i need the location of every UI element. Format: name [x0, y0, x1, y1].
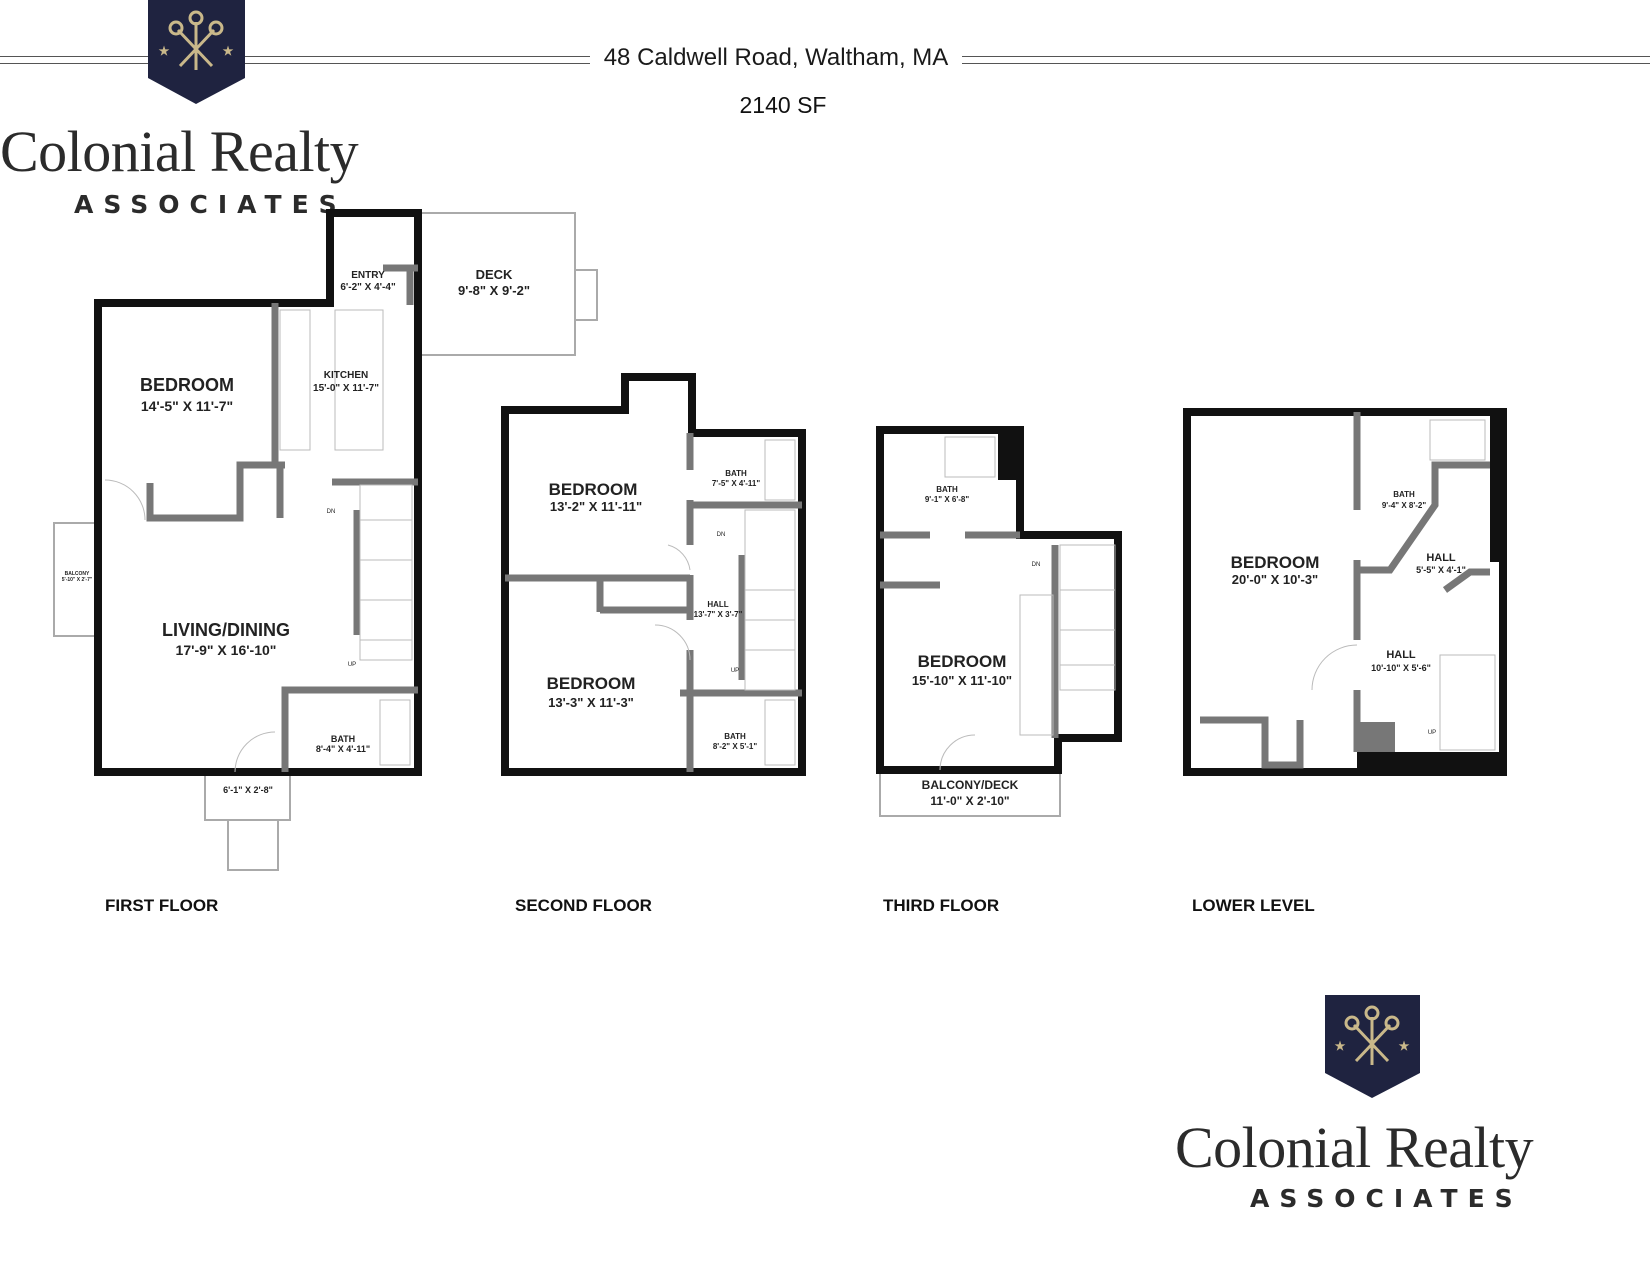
stoop-size: 6'-1" X 2'-8"	[223, 785, 273, 795]
first-floor-plan: BEDROOM 14'-5" X 11'-7" KITCHEN 15'-0" X…	[53, 209, 598, 871]
balcony-name: BALCONY	[65, 571, 90, 577]
living-dining-name: LIVING/DINING	[162, 620, 290, 640]
entry-size: 6'-2" X 4'-4"	[340, 282, 396, 293]
lower-level-interior-walls	[1200, 412, 1490, 769]
lower-bedroom-size: 20'-0" X 10'-3"	[1232, 572, 1318, 587]
header-rule-left-bottom	[0, 63, 148, 64]
lower-level-label: LOWER LEVEL	[1192, 896, 1315, 915]
second-stair-dn: DN	[717, 532, 726, 538]
deck-name: DECK	[476, 267, 513, 282]
second-bath1-name: BATH	[725, 469, 747, 478]
third-floor-label: THIRD FLOOR	[883, 896, 1000, 915]
svg-text:★: ★	[223, 44, 234, 58]
first-stair-dn: DN	[327, 509, 336, 515]
second-bath1-size: 7'-5" X 4'-11"	[712, 479, 761, 488]
third-bath-name: BATH	[936, 485, 958, 494]
third-floor-exterior-wall	[876, 426, 1122, 774]
second-bath2-name: BATH	[724, 732, 746, 741]
brand-subtitle: ASSOCIATES	[74, 190, 347, 219]
living-dining-size: 17'-9" X 16'-10"	[176, 642, 277, 658]
first-stair-up: UP	[348, 662, 356, 668]
first-bath-size: 8'-4" X 4'-11"	[316, 744, 370, 754]
second-floor-label: SECOND FLOOR	[515, 896, 652, 915]
deck-steps	[574, 269, 598, 321]
shield-logo-bottom-icon: ★★	[1325, 995, 1420, 1098]
brand-name-bottom: Colonial Realty	[1175, 1115, 1534, 1180]
floor-plans: BEDROOM 14'-5" X 11'-7" KITCHEN 15'-0" X…	[53, 209, 1507, 871]
header-rule-mid-bottom	[245, 63, 590, 64]
second-bedroom2-size: 13'-3" X 11'-3"	[548, 695, 634, 710]
third-bath-size: 9'-1" X 6'-8"	[925, 495, 970, 504]
lower-hall2-size: 10'-10" X 5'-6"	[1371, 663, 1431, 673]
third-balcony-name: BALCONY/DECK	[922, 778, 1019, 792]
first-bedroom-name: BEDROOM	[140, 375, 234, 395]
first-floor-label: FIRST FLOOR	[105, 896, 219, 915]
second-floor-interior-walls	[505, 433, 802, 772]
svg-text:★: ★	[1399, 1039, 1410, 1053]
second-stair-up: UP	[731, 668, 739, 674]
first-floor-interior-walls	[146, 264, 418, 772]
lower-hall1-size: 5'-5" X 4'-1"	[1416, 565, 1466, 575]
entry-name: ENTRY	[351, 270, 385, 281]
first-bedroom-size: 14'-5" X 11'-7"	[141, 398, 233, 414]
second-bath2-size: 8'-2" X 5'-1"	[713, 742, 758, 751]
second-bedroom2-name: BEDROOM	[547, 674, 636, 693]
stoop-stairs	[227, 819, 279, 871]
second-bedroom1-name: BEDROOM	[549, 480, 638, 499]
second-hall-name: HALL	[707, 600, 728, 609]
header-rule-left-top	[0, 56, 148, 57]
lower-bath-name: BATH	[1393, 490, 1415, 499]
lower-hall1-name: HALL	[1426, 552, 1456, 564]
first-floor-exterior-wall	[94, 209, 422, 776]
third-floor-plan: BATH 9'-1" X 6'-8" BEDROOM 15'-10" X 11'…	[876, 426, 1122, 817]
third-bedroom-size: 15'-10" X 11'-10"	[912, 673, 1012, 688]
kitchen-name: KITCHEN	[324, 370, 368, 381]
kitchen-size: 15'-0" X 11'-7"	[313, 383, 379, 394]
property-address: 48 Caldwell Road, Waltham, MA	[603, 44, 949, 71]
shield-logo-icon: ★★	[148, 0, 245, 104]
deck-size: 9'-8" X 9'-2"	[458, 283, 530, 298]
lower-stair-up: UP	[1428, 730, 1436, 736]
first-bath-name: BATH	[331, 734, 355, 744]
svg-text:★: ★	[159, 44, 170, 58]
lower-hall2-name: HALL	[1386, 649, 1416, 661]
brand-name: Colonial Realty	[0, 119, 359, 184]
lower-bath-size: 9'-4" X 8'-2"	[1382, 501, 1427, 510]
brand-subtitle-bottom: ASSOCIATES	[1250, 1184, 1523, 1213]
third-floor-interior-walls	[880, 531, 1059, 738]
second-bedroom1-size: 13'-2" X 11'-11"	[550, 499, 642, 514]
header-rule-right-top	[962, 56, 1650, 57]
svg-text:★: ★	[1335, 1039, 1346, 1053]
second-floor-plan: BEDROOM 13'-2" X 11'-11" BATH 7'-5" X 4'…	[501, 373, 806, 776]
lower-bedroom-name: BEDROOM	[1231, 553, 1320, 572]
stoop-outline	[204, 771, 291, 821]
third-balcony-size: 11'-0" X 2'-10"	[930, 794, 1009, 808]
third-stair-dn: DN	[1032, 562, 1041, 568]
lower-level-plan: BEDROOM 20'-0" X 10'-3" BATH 9'-4" X 8'-…	[1183, 408, 1507, 776]
header-rule-right-bottom	[962, 63, 1650, 64]
header-rule-mid-top	[245, 56, 590, 57]
second-hall-size: 13'-7" X 3'-7"	[694, 610, 743, 619]
balcony-size: 5'-10" X 2'-7"	[62, 577, 93, 583]
third-bedroom-name: BEDROOM	[918, 652, 1007, 671]
square-footage: 2140 SF	[739, 92, 827, 118]
